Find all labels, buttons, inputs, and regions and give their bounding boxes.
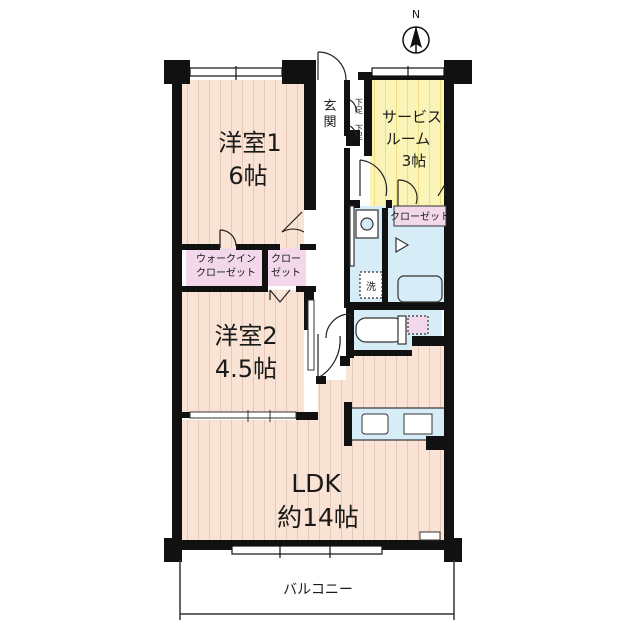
- compass-label: N: [412, 8, 420, 21]
- entrance-label-2: 関: [323, 115, 336, 130]
- service-closet-box: [393, 205, 447, 227]
- washroom-fixtures: [349, 205, 443, 303]
- shoe-closet-label-1: 下足: [355, 98, 364, 115]
- corridor-floor: [318, 80, 346, 380]
- western2-name: 洋室2: [214, 322, 277, 350]
- sliding-door-western2: [189, 410, 297, 422]
- kitchen-sink: [361, 413, 389, 435]
- walkin-label-2: クローゼット: [196, 267, 256, 279]
- toilet-fixture: [355, 315, 429, 345]
- closet-label-1: クロー: [271, 253, 301, 265]
- shoe-closet-label-2: 下足: [355, 124, 364, 141]
- service-size: 3帖: [402, 152, 427, 170]
- ldk-size: 約14帖: [277, 503, 359, 532]
- bottom-window: [231, 542, 383, 558]
- door-swings: [219, 51, 447, 379]
- balcony: [179, 560, 455, 620]
- service-name-2: ルーム: [386, 130, 431, 148]
- washer-label: 洗: [366, 281, 376, 293]
- western1-name: 洋室1: [218, 129, 281, 157]
- western2-floor: [180, 290, 304, 414]
- top-windows: [189, 66, 445, 80]
- closet-floor: [266, 248, 306, 286]
- western1-floor: [180, 80, 304, 248]
- service-closet-label: クローゼット: [390, 211, 450, 223]
- closet-label-2: ゼット: [271, 267, 301, 279]
- western2-size: 4.5帖: [215, 355, 277, 383]
- service-floor: [370, 80, 446, 206]
- western1-size: 6帖: [228, 162, 267, 190]
- meter-box: [419, 531, 441, 541]
- north-compass-icon: [402, 26, 430, 54]
- entrance-label-1: 玄: [323, 99, 336, 114]
- service-name-1: サービス: [382, 108, 442, 126]
- walkin-floor: [186, 248, 264, 286]
- kitchen-stove: [403, 413, 433, 435]
- ldk-floor: [180, 344, 446, 540]
- walkin-label-1: ウォークイン: [196, 253, 256, 265]
- walls: [164, 60, 472, 562]
- corridor-storage: [307, 299, 315, 371]
- balcony-label: バルコニー: [283, 582, 353, 598]
- ldk-name: LDK: [291, 469, 341, 498]
